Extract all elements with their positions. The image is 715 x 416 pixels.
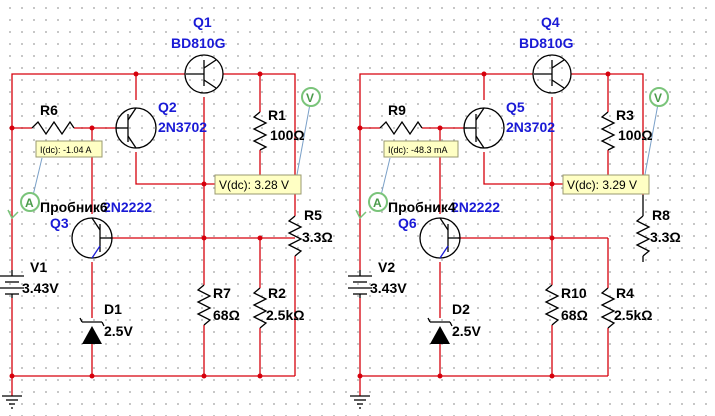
r3-value: 100Ω [618, 127, 653, 143]
voltmeter-badge-text: V [306, 91, 314, 105]
transistor-q3[interactable] [71, 217, 113, 259]
voltmeter-badge-text: V [654, 91, 662, 105]
transistor-q5[interactable] [463, 107, 505, 149]
r8-value: 3.3Ω [650, 229, 681, 245]
r8-ref: R8 [652, 207, 670, 223]
voltage-probe-badge-2[interactable]: V [643, 87, 669, 181]
battery-v1[interactable] [0, 270, 24, 298]
d2-ref: D2 [452, 301, 470, 317]
v1-value: 3.43V [22, 280, 59, 296]
resistor-r4[interactable] [600, 287, 616, 329]
r2-value: 2.5kΩ [266, 307, 304, 323]
current-probe-readout-2: I(dc): -48.3 mA [383, 140, 459, 158]
resistor-r10[interactable] [544, 284, 560, 326]
r7-ref: R7 [213, 285, 231, 301]
r1-ref: R1 [268, 107, 286, 123]
q6-model: 2N2222 [451, 199, 500, 215]
q4-model: BD810G [519, 35, 574, 51]
q5-model: 2N3702 [506, 119, 555, 135]
r6-ref: R6 [40, 102, 58, 118]
resistor-r1[interactable] [252, 111, 268, 151]
circuit-1: V A I(dc): -1.04 A V(dc): 3.28 V Q1 BD81… [0, 14, 333, 409]
battery-v2[interactable] [348, 270, 372, 298]
current-probe-readout-1: I(dc): -1.04 A [35, 140, 103, 158]
q3-model: 2N2222 [103, 199, 152, 215]
current-probe-text: I(dc): -48.3 mA [388, 145, 448, 155]
q3-ref: Q3 [50, 215, 69, 231]
resistor-r6[interactable] [31, 120, 75, 136]
q1-model: BD810G [171, 35, 226, 51]
wires [359, 73, 644, 396]
transistor-q1[interactable] [184, 54, 224, 94]
current-probe-badge-2[interactable]: A [355, 157, 391, 220]
transistor-q6[interactable] [419, 217, 461, 259]
q4-ref: Q4 [541, 14, 560, 30]
resistor-r7[interactable] [196, 284, 212, 326]
diode-d2[interactable] [427, 317, 453, 344]
r5-value: 3.3Ω [302, 229, 333, 245]
d1-ref: D1 [104, 301, 122, 317]
resistor-r2[interactable] [252, 287, 268, 329]
r3-ref: R3 [616, 107, 634, 123]
q2-ref: Q2 [158, 99, 177, 115]
resistor-r3[interactable] [600, 111, 616, 151]
ground-1 [2, 395, 22, 409]
voltage-probe-text: V(dc): 3.28 V [219, 178, 289, 192]
q2-model: 2N3702 [158, 119, 207, 135]
r4-value: 2.5kΩ [614, 307, 652, 323]
q5-ref: Q5 [506, 99, 525, 115]
current-probe-text: I(dc): -1.04 A [40, 145, 92, 155]
q6-ref: Q6 [398, 215, 417, 231]
ammeter-badge-text: A [25, 196, 34, 210]
q1-ref: Q1 [193, 14, 212, 30]
r1-value: 100Ω [270, 127, 305, 143]
ground-2 [350, 395, 370, 409]
r4-ref: R4 [616, 285, 634, 301]
v1-ref: V1 [30, 259, 47, 275]
r10-ref: R10 [561, 285, 587, 301]
voltage-probe-badge-1[interactable]: V [295, 87, 321, 181]
d1-value: 2.5V [104, 323, 133, 339]
r10-value: 68Ω [561, 307, 588, 323]
resistor-r9[interactable] [379, 120, 423, 136]
r7-value: 68Ω [213, 307, 240, 323]
d2-value: 2.5V [452, 323, 481, 339]
v2-value: 3.43V [370, 280, 407, 296]
voltage-probe-text: V(dc): 3.29 V [567, 178, 637, 192]
voltage-probe-readout-1: V(dc): 3.28 V [214, 174, 302, 195]
probe-label: Пробник4 [388, 199, 456, 215]
transistor-q4[interactable] [532, 54, 572, 94]
r5-ref: R5 [304, 207, 322, 223]
ammeter-badge-text: A [373, 196, 382, 210]
resistor-r8[interactable] [635, 195, 651, 262]
transistor-q2[interactable] [115, 107, 157, 149]
probe-label: Пробник6 [40, 199, 108, 215]
diode-d1[interactable] [79, 317, 105, 344]
r9-ref: R9 [388, 102, 406, 118]
resistor-r5[interactable] [287, 215, 303, 257]
r2-ref: R2 [268, 285, 286, 301]
v2-ref: V2 [378, 259, 395, 275]
current-probe-badge-1[interactable]: A [7, 157, 43, 220]
circuit-2: V A I(dc): -48.3 mA V(dc): 3.29 V Q4 BD8… [348, 14, 681, 409]
wires [11, 73, 296, 396]
voltage-probe-readout-2: V(dc): 3.29 V [562, 174, 650, 195]
